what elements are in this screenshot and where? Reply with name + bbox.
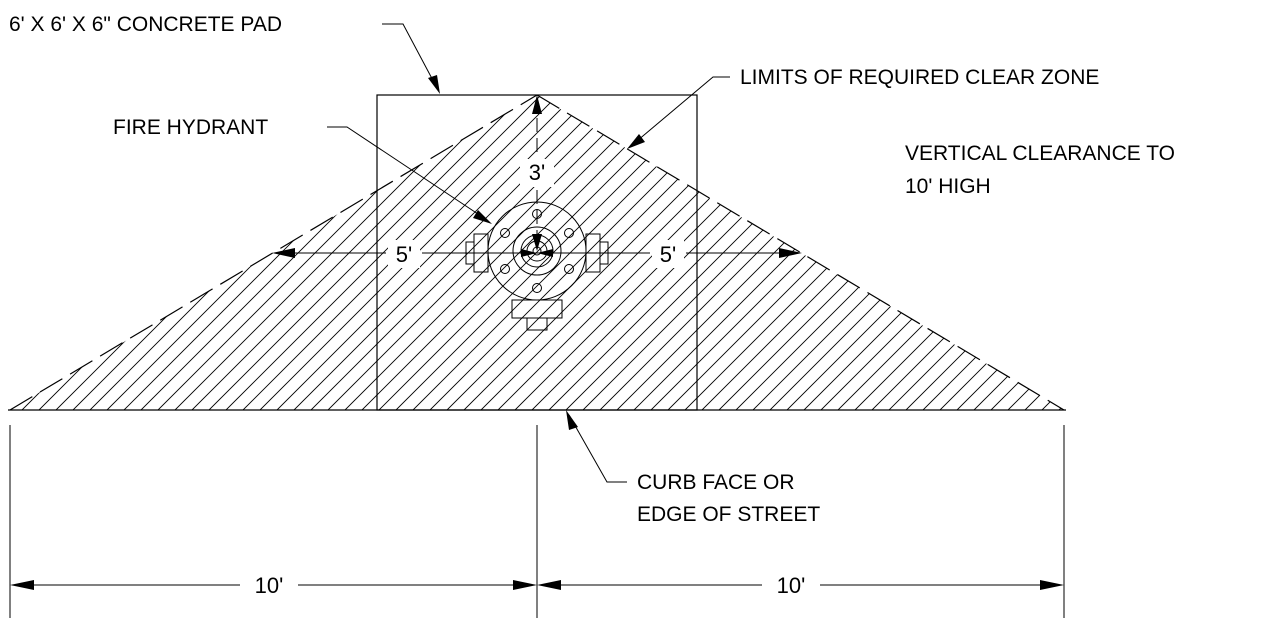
arrow-icon [566,410,578,430]
label-curb-2: EDGE OF STREET [637,503,820,526]
label-clear-zone: LIMITS OF REQUIRED CLEAR ZONE [740,66,1099,89]
arrow-icon [10,580,34,590]
label-fire-hydrant: FIRE HYDRANT [113,116,268,139]
hatch-line [1178,95,1272,410]
hatch-line [10,95,236,410]
hatch-line [10,95,83,410]
label-vertical-clearance-1: VERTICAL CLEARANCE TO [905,142,1175,165]
leader-curb [568,414,627,483]
hatch-line [10,95,134,410]
dim-label-right: 5' [660,242,676,267]
arrow-icon [521,249,537,257]
label-curb-1: CURB FACE OR [637,471,795,494]
clear-zone-limits [9,94,1065,411]
hatch-line [10,95,287,410]
leader-fire-hydrant [327,126,488,221]
label-vertical-clearance-2: 10' HIGH [905,175,991,198]
arrow-icon [532,95,542,114]
hatch-line [10,95,219,410]
leader-concrete-pad [382,23,438,89]
arrow-icon [272,248,295,258]
hatch-line [10,95,32,410]
hatch-line [1161,95,1272,410]
hatch-line [10,95,117,410]
leader-lines [327,23,730,483]
hatch-line [1212,95,1272,410]
hatch-line [1195,95,1272,410]
hatch-line [10,95,253,410]
arrow-icon [1040,580,1064,590]
hatch-line [10,95,185,410]
hatch-line [10,95,151,410]
dimension-5ft: 5' 5' [272,240,802,268]
dimension-3ft: 3' [520,95,554,251]
arrow-icon [532,234,542,251]
dim-label-bottom-left: 10' [255,573,284,598]
dimension-10ft: 10' 10' [9,425,1065,618]
hatch-line [10,95,270,410]
hatch-line [10,95,49,410]
arrow-icon [513,580,537,590]
dim-label-up: 3' [529,160,545,185]
label-concrete-pad: 6' X 6' X 6" CONCRETE PAD [9,13,282,36]
dim-label-left: 5' [396,242,412,267]
hatch-line [10,95,66,410]
arrow-icon [779,248,802,258]
hatch-line [10,95,15,410]
dim-label-bottom-right: 10' [777,573,806,598]
leader-clear-zone [630,76,730,147]
hatch-line [10,95,304,410]
arrow-icon [537,249,553,257]
arrow-icon [473,210,492,224]
hatch-line [10,95,168,410]
arrow-icon [627,134,645,149]
hatch-line [1246,95,1272,410]
arrow-icon [428,75,440,94]
hatch-line [1263,95,1272,410]
arrow-icon [537,580,561,590]
hatch-line [1229,95,1272,410]
hatch-line [10,95,100,410]
